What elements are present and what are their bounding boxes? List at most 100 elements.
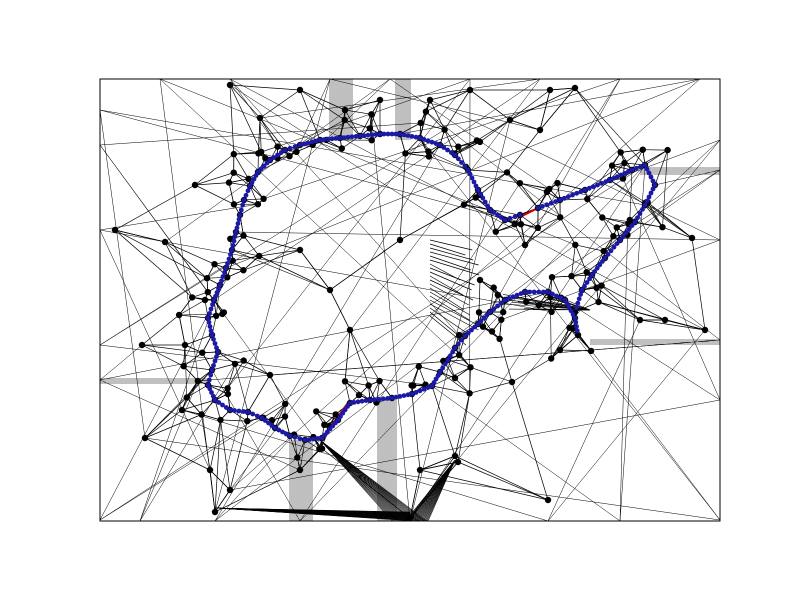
mesh-vertex [296,466,304,474]
mesh-edge [344,119,370,129]
boundary-node [243,192,249,198]
mesh-vertex [203,275,211,282]
mesh-edge [624,149,644,164]
mesh-edge [213,79,541,301]
mesh-edge [263,403,286,418]
boundary-node [219,278,224,284]
mesh-vertex [341,106,349,114]
boundary-node [574,305,579,310]
mesh-edge [457,461,549,501]
mesh-edge [229,84,301,91]
boundary-node [254,413,260,419]
band-edge [427,459,456,521]
boundary-node [498,300,504,306]
mesh-edge [207,384,228,389]
mesh-vertex [416,466,424,474]
mesh-edge [186,384,209,398]
boundary-node [478,318,484,324]
boundary-node [338,414,343,419]
boundary-node [223,405,229,410]
mesh-edge [243,235,260,257]
mesh-edge [299,89,321,141]
boundary-node [372,397,377,402]
band-edge [429,251,479,266]
boundary-node [210,393,216,399]
mesh-edge [144,414,202,439]
mesh-edge [144,437,720,521]
mesh-vertex [583,269,590,276]
mesh-edge [514,224,526,246]
mesh-edge [233,172,251,187]
mesh-edge [349,329,369,386]
boundary-node [568,308,574,314]
boundary-node [405,392,411,398]
mesh-edge [574,87,646,166]
mesh-vertex [417,119,424,127]
mesh-edge [229,79,460,336]
mesh-edge [405,137,421,154]
mesh-vertex [230,201,238,208]
boundary-node [471,179,477,185]
mesh-vertex [517,221,525,228]
mesh-edge [214,399,221,420]
mesh-vertex [455,351,463,359]
boundary-node [250,411,256,417]
boundary-node [208,306,214,312]
mesh-edge [409,164,646,521]
mesh-vertex [479,323,487,330]
boundary-node [240,202,246,208]
boundary-node [452,152,458,158]
boundary-node [590,184,596,190]
boundary-node [566,304,572,310]
boundary-node [342,407,348,413]
mesh-edge [194,182,230,186]
mesh-vertex [230,150,237,158]
boundary-node [302,437,308,443]
boundary-node [287,145,293,151]
boundary-node [473,183,479,189]
mesh-edge [612,165,633,171]
mesh-edge [184,334,213,346]
mesh-edge [100,417,264,521]
mesh-vertex [161,238,169,246]
mesh-vertex [286,153,293,160]
mesh-edge [547,329,706,521]
boundary-node [276,427,282,433]
boundary-node [447,353,453,359]
mesh-edge [479,172,508,196]
mesh-edge [598,301,641,321]
mesh-vertex [198,411,205,418]
mesh-edge [524,227,539,246]
boundary-node [280,429,285,435]
mesh-edge [299,448,322,471]
boundary-node [431,380,437,385]
mesh-vertex [498,316,505,323]
band-edge [429,279,474,301]
mesh-vertex [201,296,209,304]
boundary-node [462,163,468,169]
boundary-node [644,198,650,204]
mesh-vertex [296,86,304,94]
boundary-node [212,358,218,364]
mesh-edge [645,202,663,228]
boundary-node [465,330,471,336]
mesh-edge [329,79,541,131]
mesh-edge [184,344,188,398]
boundary-node [236,408,242,414]
boundary-node [564,301,570,306]
mesh-edge [601,285,641,321]
boundary-node [445,357,451,363]
boundary-node [632,219,638,225]
boundary-node [329,136,335,142]
boundary-node [487,207,493,213]
boundary-node [385,131,391,137]
band-edge [429,299,478,326]
mesh-edge [259,255,331,291]
boundary-node [582,283,587,289]
band-edge [429,291,471,316]
mesh-vertex [476,138,484,146]
boundary-node [306,437,312,442]
boundary-node [440,365,446,371]
mesh-edge [259,117,286,151]
boundary-node [465,167,471,173]
